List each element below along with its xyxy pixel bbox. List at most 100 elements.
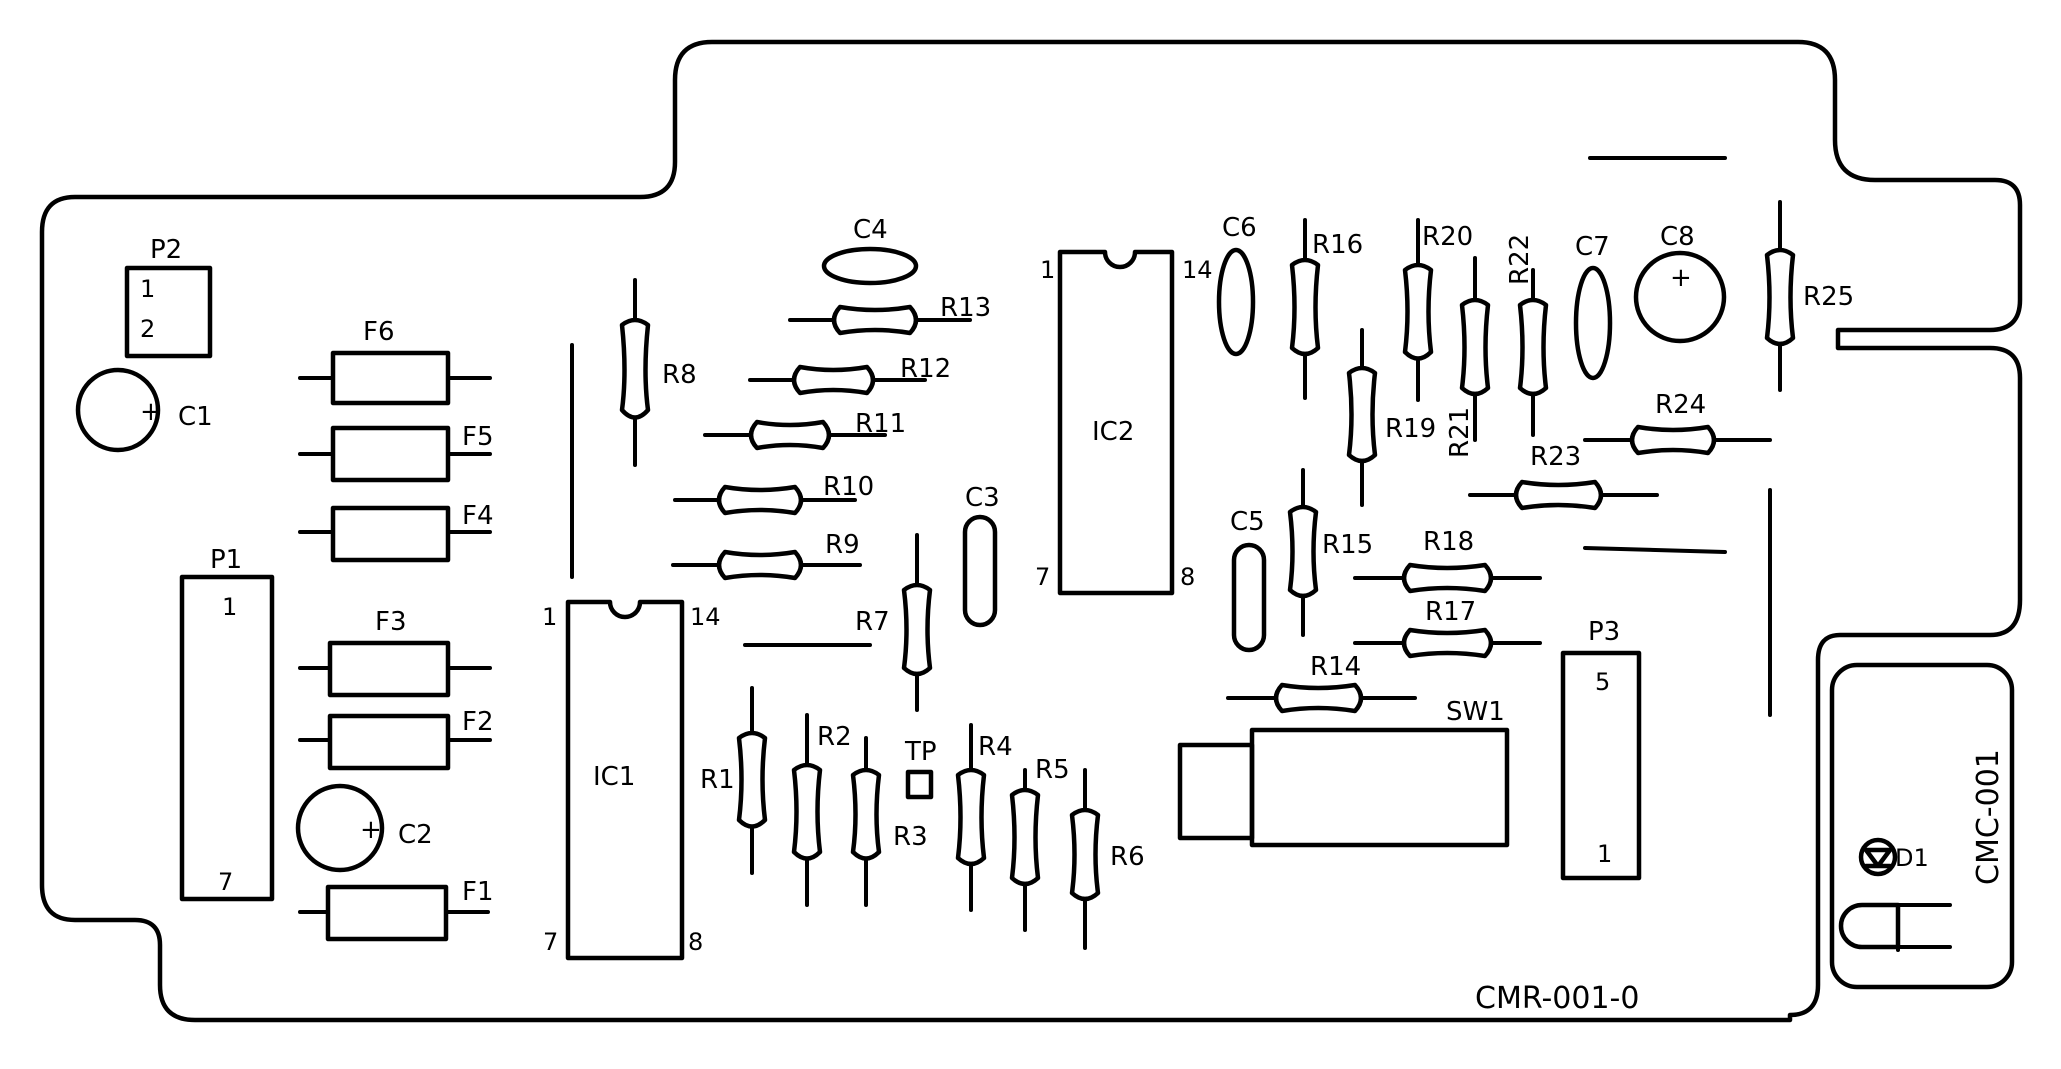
r23-label: R23 xyxy=(1530,442,1581,472)
p2-pin1-label: 1 xyxy=(140,275,155,303)
board-outline xyxy=(39,39,2023,1023)
resistor-r5: R5 xyxy=(1009,755,1070,932)
resistor-r10: R10 xyxy=(673,472,874,516)
r24-label: R24 xyxy=(1655,390,1706,420)
c7-label: C7 xyxy=(1575,232,1610,262)
resistor-r23: R23 xyxy=(1468,442,1659,511)
resistor-r3: R3 xyxy=(850,736,928,907)
silkscreen-mark xyxy=(1583,546,1727,554)
svg-text:+: + xyxy=(140,397,162,427)
resistor-r2: R2 xyxy=(791,713,852,907)
test-point: TP xyxy=(904,737,937,800)
f4-label: F4 xyxy=(462,501,494,531)
capacitor-c1: + C1 xyxy=(75,367,213,453)
board-id-label: CMR-001-0 xyxy=(1475,981,1639,1016)
resistor-r21: R21 xyxy=(1445,256,1491,458)
resistor-r13: R13 xyxy=(788,293,991,336)
ic1-pin14-label: 14 xyxy=(690,603,721,631)
f1-label: F1 xyxy=(462,877,494,907)
resistor-r17: R17 xyxy=(1353,597,1542,659)
connector-p3: P3 5 1 xyxy=(1560,617,1642,881)
capacitor-c6: C6 xyxy=(1216,213,1257,357)
f5-label: F5 xyxy=(462,422,494,452)
p1-label: P1 xyxy=(210,545,242,575)
fuse-f1: F1 xyxy=(298,877,494,942)
module-label: CMC-001 xyxy=(1971,749,2006,885)
c8-label: C8 xyxy=(1660,222,1695,252)
fuse-f6: F6 xyxy=(298,317,492,406)
ic2-chip: IC2 1 14 7 8 xyxy=(1035,249,1213,596)
ic1-pin1-label: 1 xyxy=(542,603,557,631)
led-module-box xyxy=(1829,662,2015,990)
tp-label: TP xyxy=(904,737,937,767)
ic1-pin8-label: 8 xyxy=(688,928,703,956)
ic2-pin7-label: 7 xyxy=(1035,563,1050,591)
p1-pin7-label: 7 xyxy=(218,868,233,896)
d1-label: D1 xyxy=(1895,844,1929,872)
r1-label: R1 xyxy=(700,765,735,795)
f2-label: F2 xyxy=(462,707,494,737)
ic1-label: IC1 xyxy=(593,762,635,792)
fuse-f5: F5 xyxy=(298,422,494,483)
capacitor-c7: C7 xyxy=(1573,232,1613,381)
resistor-r4: R4 xyxy=(955,723,1013,912)
p2-label: P2 xyxy=(150,235,182,265)
r11-label: R11 xyxy=(855,409,906,439)
resistor-r9: R9 xyxy=(671,530,862,581)
c5-label: C5 xyxy=(1230,507,1265,537)
r25-label: R25 xyxy=(1803,282,1854,312)
c1-label: C1 xyxy=(178,402,213,432)
resistor-r6: R6 xyxy=(1069,768,1145,950)
resistor-r8: R8 xyxy=(619,278,697,467)
resistor-r14: R14 xyxy=(1226,652,1417,714)
resistor-r18: R18 xyxy=(1353,527,1542,594)
ic2-pin1-label: 1 xyxy=(1040,256,1055,284)
r10-label: R10 xyxy=(823,472,874,502)
r7-label: R7 xyxy=(855,607,890,637)
ic1-pin7-label: 7 xyxy=(543,928,558,956)
resistor-r12: R12 xyxy=(748,354,951,396)
r4-label: R4 xyxy=(978,732,1013,762)
resistor-r16: R16 xyxy=(1289,218,1363,400)
r17-label: R17 xyxy=(1425,597,1476,627)
c2-label: C2 xyxy=(398,820,433,850)
f3-label: F3 xyxy=(375,607,407,637)
c6-label: C6 xyxy=(1222,213,1257,243)
resistor-r20: R20 xyxy=(1402,218,1473,402)
r8-label: R8 xyxy=(662,360,697,390)
p1-pin1-label: 1 xyxy=(222,593,237,621)
connector-p1: P1 1 7 xyxy=(179,545,275,902)
connector-p2: P2 1 2 xyxy=(124,235,213,359)
r3-label: R3 xyxy=(893,822,928,852)
c4-label: C4 xyxy=(853,215,888,245)
fuse-f2: F2 xyxy=(298,707,494,771)
diode-d1: D1 xyxy=(1838,837,1952,952)
switch-sw1: SW1 xyxy=(1177,697,1510,848)
resistor-r25: R25 xyxy=(1764,200,1854,392)
r2-label: R2 xyxy=(817,722,852,752)
p3-pin1-label: 1 xyxy=(1597,840,1612,868)
capacitor-c4: C4 xyxy=(821,215,919,286)
fuse-f4: F4 xyxy=(298,501,494,563)
resistor-r22: R22 xyxy=(1505,234,1549,437)
resistor-r1: R1 xyxy=(700,686,768,875)
r12-label: R12 xyxy=(900,354,951,384)
r13-label: R13 xyxy=(940,293,991,323)
r18-label: R18 xyxy=(1423,527,1474,557)
f6-label: F6 xyxy=(363,317,395,347)
resistor-r7: R7 xyxy=(855,533,933,712)
capacitor-c5: C5 xyxy=(1230,507,1267,653)
resistor-r19: R19 xyxy=(1346,328,1436,507)
r6-label: R6 xyxy=(1110,842,1145,872)
r14-label: R14 xyxy=(1310,652,1361,682)
svg-text:+: + xyxy=(360,815,382,845)
ic1-chip: IC1 1 14 7 8 xyxy=(542,599,721,961)
r19-label: R19 xyxy=(1385,414,1436,444)
r15-label: R15 xyxy=(1322,530,1373,560)
capacitor-c3: C3 xyxy=(962,483,1000,628)
r16-label: R16 xyxy=(1312,230,1363,260)
p3-pin5-label: 5 xyxy=(1595,668,1610,696)
p3-label: P3 xyxy=(1588,617,1620,647)
r9-label: R9 xyxy=(825,530,860,560)
